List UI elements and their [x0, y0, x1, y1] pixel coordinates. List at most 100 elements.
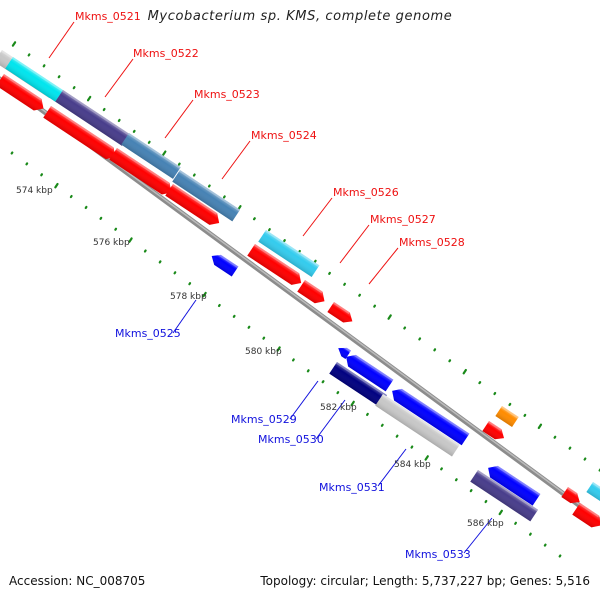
outer-ticks-tick [11, 41, 17, 47]
inner-ticks-tick [202, 291, 207, 298]
label-leaders [48, 21, 493, 554]
inner-ticks-tick [54, 182, 59, 189]
feature-cog-0533-hl [476, 470, 539, 512]
inner-ticks-tick [528, 532, 532, 536]
leader-line [172, 299, 197, 334]
outer-ticks-tick [387, 314, 392, 320]
feature-cds-edge2-hl [578, 503, 600, 518]
feature-cog-0523 [121, 133, 181, 179]
feature-cog-0524 [172, 170, 241, 222]
gene-label[interactable]: Mkms_0526 [333, 186, 399, 199]
outer-ticks-tick [42, 64, 46, 68]
outer-ticks-tick [568, 446, 572, 450]
outer-ticks-tick [283, 239, 286, 243]
inner-ticks-tick [484, 499, 488, 504]
genome-summary-text: Topology: circular; Length: 5,737,227 bp… [260, 574, 590, 588]
inner-ticks-tick [25, 162, 29, 166]
map-title: Mycobacterium sp. KMS, complete genome [147, 9, 453, 24]
feature-cog-0530 [375, 394, 460, 457]
inner-ticks-tick [232, 314, 236, 318]
leader-line [368, 247, 399, 285]
outer-ticks-tick [147, 140, 151, 144]
feature-cog-0522 [55, 90, 130, 146]
tick-marks [10, 41, 600, 558]
leader-line [463, 517, 493, 554]
feature-cds-0533-shade [488, 465, 541, 506]
gene-label[interactable]: Mkms_0522 [133, 47, 199, 60]
kbp-label-586: 586 kbp [467, 519, 504, 529]
outer-ticks-tick [462, 368, 467, 375]
inner-ticks-tick [350, 400, 355, 407]
outer-ticks-tick [268, 228, 271, 232]
gene-label[interactable]: Mkms_0528 [399, 236, 465, 249]
leader-line [289, 380, 319, 420]
inner-ticks-tick [424, 455, 429, 461]
feature-cog-orange [495, 406, 519, 428]
outer-ticks-tick [252, 217, 256, 221]
gene-label[interactable]: Mkms_0521 [75, 10, 141, 23]
gene-label[interactable]: Mkms_0523 [194, 88, 260, 101]
feature-cds-0530-hl [394, 385, 470, 436]
leader-line [315, 399, 346, 440]
feature-cds-0526-shade [247, 244, 302, 285]
feature-cds-0529a [338, 344, 352, 359]
feature-cog-0526 [258, 230, 320, 277]
outer-ticks-tick [57, 75, 61, 79]
inner-ticks-tick [158, 260, 162, 264]
outer-ticks-tick [358, 293, 362, 297]
feature-tracks [0, 50, 600, 528]
feature-cds-0532-shade [482, 421, 505, 440]
inner-ticks-tick [276, 346, 281, 352]
gene-label[interactable]: Mkms_0524 [251, 129, 317, 142]
inner-ticks-tick [173, 271, 177, 275]
feature-cds-0529 [346, 351, 394, 392]
outer-ticks-tick [418, 337, 422, 341]
feature-cog-orange-shade [495, 406, 519, 428]
kbp-label-574: 574 kbp [16, 186, 53, 196]
feature-cog-0526-shade [258, 230, 320, 277]
feature-cds-edge2 [572, 503, 600, 528]
leader-line [104, 58, 134, 98]
inner-ticks-tick [188, 282, 192, 286]
inner-ticks-tick [469, 489, 473, 493]
inner-ticks-tick [454, 478, 458, 482]
gene-label[interactable]: Mkms_0530 [258, 433, 324, 446]
inner-ticks-tick [40, 173, 44, 177]
feature-cds-0529a-shade [338, 347, 352, 359]
feature-cog-0523-hl [127, 133, 181, 169]
feature-cds-0526-hl [253, 244, 300, 275]
feature-cds-0522 [43, 106, 116, 160]
inner-ticks-tick [128, 237, 133, 243]
feature-cog-0529-shade [329, 362, 388, 407]
gene-label[interactable]: Mkms_0527 [370, 213, 436, 226]
outer-ticks-tick [132, 129, 136, 133]
feature-cds-edge2-shade [572, 503, 600, 528]
outer-ticks-tick [207, 184, 211, 188]
outer-ticks-tick [177, 162, 181, 166]
outer-ticks-tick [162, 150, 167, 156]
leader-line [302, 197, 333, 237]
gene-label[interactable]: Mkms_0529 [231, 413, 297, 426]
kbp-label-582: 582 kbp [320, 403, 357, 413]
inner-ticks-tick [84, 205, 88, 210]
inner-ticks-tick [291, 358, 295, 362]
outer-ticks-tick [102, 107, 106, 112]
gene-label[interactable]: Mkms_0531 [319, 481, 385, 494]
gene-label[interactable]: Mkms_0533 [405, 548, 471, 561]
accession-text: Accession: NC_008705 [9, 574, 146, 588]
kbp-label-584: 584 kbp [394, 460, 431, 470]
outer-ticks-tick [508, 402, 512, 407]
feature-cog-edge [586, 482, 600, 504]
leader-line [377, 448, 407, 487]
feature-cds-edge1-hl [566, 487, 578, 495]
feature-cog-0524-shade [172, 170, 241, 222]
feature-cog-orange-hl [500, 406, 519, 419]
outer-ticks-tick [373, 304, 377, 308]
outer-ticks-tick [222, 195, 226, 199]
feature-cds-0521 [0, 74, 44, 111]
feature-cds-0527-shade [297, 280, 325, 304]
feature-cds-0525 [211, 251, 239, 277]
gene-label[interactable]: Mkms_0525 [115, 327, 181, 340]
feature-cds-0521-hl [2, 74, 42, 101]
inner-ticks-tick [114, 227, 118, 231]
